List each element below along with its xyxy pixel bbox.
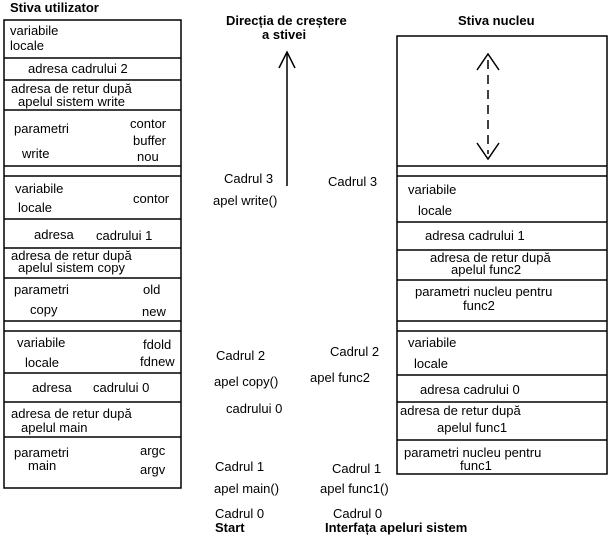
u3-param-nou: nou bbox=[137, 149, 159, 164]
u1-local-fdnew: fdnew bbox=[140, 354, 175, 369]
k3-return-address-2: apelul func2 bbox=[451, 262, 522, 277]
u3-local-vars-2: locale bbox=[10, 38, 44, 53]
kernel-frame1-label: Cadrul 1 bbox=[332, 461, 382, 476]
user-frame0-label: Cadrul 0 bbox=[215, 506, 265, 521]
growth-arrow-icon bbox=[278, 50, 296, 186]
u1-frame-address-2: cadrului 0 bbox=[93, 380, 150, 395]
user-frame3-label: Cadrul 3 bbox=[224, 171, 274, 186]
user-call1-label: apel main() bbox=[214, 481, 280, 496]
u2-local-contor: contor bbox=[133, 191, 170, 206]
u2-frame-address-1: adresa bbox=[34, 227, 74, 242]
u2-params-1: parametri bbox=[14, 282, 69, 297]
u3-return-address-2: apelul sistem write bbox=[18, 94, 125, 109]
k2-params-2: func1 bbox=[460, 458, 492, 473]
u1-params-2: main bbox=[28, 458, 57, 473]
k2-return-address-1: adresa de retur după bbox=[400, 403, 521, 418]
kernel-call2-label: apel func2 bbox=[310, 370, 370, 385]
user-call3-label: apel write() bbox=[213, 193, 278, 208]
u3-return-address-1: adresa de retur după bbox=[11, 81, 132, 96]
user-stack-title: Stiva utilizator bbox=[10, 0, 99, 15]
k2-params-1: parametri nucleu pentru bbox=[404, 445, 542, 460]
u2-local-vars-1: variabile bbox=[15, 181, 64, 196]
kernel-frame3-label: Cadrul 3 bbox=[328, 174, 378, 189]
u1-return-address-1: adresa de retur după bbox=[11, 406, 132, 421]
k3-params-2: func2 bbox=[463, 298, 495, 313]
kernel-frame2-label: Cadrul 2 bbox=[330, 344, 380, 359]
u2-param-new: new bbox=[142, 304, 166, 319]
u3-frame-address: adresa cadrului 2 bbox=[28, 61, 128, 76]
u1-param-argc: argc bbox=[140, 443, 166, 458]
user-frame2-label: Cadrul 2 bbox=[216, 348, 266, 363]
u3-param-contor: contor bbox=[130, 116, 167, 131]
user-start-label: Start bbox=[215, 520, 245, 535]
u3-param-buffer: buffer bbox=[133, 133, 167, 148]
u1-param-argv: argv bbox=[140, 462, 166, 477]
u2-return-address-2: apelul sistem copy bbox=[18, 260, 125, 275]
u3-params-2: write bbox=[22, 146, 50, 161]
user-extra-label: cadrului 0 bbox=[226, 401, 283, 416]
k2-local-vars-2: locale bbox=[414, 356, 448, 371]
user-stack-box bbox=[3, 19, 182, 489]
u1-local-vars-1: variabile bbox=[17, 335, 66, 350]
k3-local-vars-1: variabile bbox=[408, 182, 457, 197]
k2-frame-address: adresa cadrului 0 bbox=[420, 382, 520, 397]
k2-return-address-2: apelul func1 bbox=[437, 420, 508, 435]
growth-direction-label-1: Direcția de creștere bbox=[226, 13, 347, 28]
kernel-stack-box bbox=[396, 35, 608, 475]
k3-return-address-1: adresa de retur după bbox=[430, 250, 551, 265]
k3-frame-address: adresa cadrului 1 bbox=[425, 228, 525, 243]
u1-params-1: parametri bbox=[14, 445, 69, 460]
u3-params-1: parametri bbox=[14, 121, 69, 136]
user-call2-label: apel copy() bbox=[214, 374, 279, 389]
u3-local-vars-1: variabile bbox=[10, 23, 59, 38]
u2-param-old: old bbox=[143, 282, 161, 297]
u1-local-vars-2: locale bbox=[25, 355, 59, 370]
user-frame1-label: Cadrul 1 bbox=[215, 459, 265, 474]
u1-return-address-2: apelul main bbox=[21, 420, 88, 435]
kernel-call1-label: apel func1() bbox=[320, 481, 389, 496]
u2-return-address-1: adresa de retur după bbox=[11, 248, 132, 263]
kernel-frame0-label: Cadrul 0 bbox=[333, 506, 383, 521]
k2-local-vars-1: variabile bbox=[408, 335, 457, 350]
u2-frame-address-2: cadrului 1 bbox=[96, 228, 153, 243]
k3-local-vars-2: locale bbox=[418, 203, 452, 218]
u2-local-vars-2: locale bbox=[18, 200, 52, 215]
u2-params-2: copy bbox=[30, 302, 58, 317]
k3-params-1: parametri nucleu pentru bbox=[415, 284, 553, 299]
dashed-double-arrow-icon bbox=[476, 52, 500, 161]
u1-local-fdold: fdold bbox=[143, 337, 172, 352]
kernel-stack-title: Stiva nucleu bbox=[458, 13, 535, 28]
growth-direction-label-2: a stivei bbox=[262, 27, 307, 42]
u1-frame-address-1: adresa bbox=[32, 380, 72, 395]
kernel-interface-label: Interfața apeluri sistem bbox=[325, 520, 468, 535]
